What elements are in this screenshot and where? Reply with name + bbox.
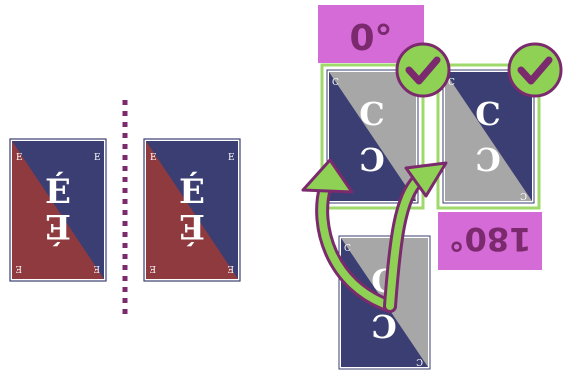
card-left-b-letter: É — [179, 171, 205, 212]
card-c3-corner-tl: C — [344, 244, 351, 254]
card-left-b-corner-bl: E — [149, 263, 156, 273]
check-circle-icon — [397, 44, 449, 96]
card-left-a-corner-bl: E — [15, 263, 22, 273]
check-circle-icon — [509, 44, 561, 96]
label-0-text: 0° — [349, 18, 392, 59]
card-left-a-corner-br: E — [93, 263, 100, 273]
check-left-circle — [397, 44, 449, 96]
label-180-text: 180° — [449, 220, 532, 258]
card-c2-corner-tl: C — [448, 78, 455, 88]
card-left-b: É É E E E E — [144, 139, 240, 281]
card-left-b-corner-tl: E — [150, 153, 157, 163]
card-c1-letter: C — [359, 95, 384, 133]
check-right-circle — [509, 44, 561, 96]
card-c1-corner-tl: C — [332, 78, 339, 88]
card-left-a-letter: É — [45, 171, 71, 212]
label-180-degrees: 180° — [438, 212, 542, 270]
card-c2-letter-inverted: C — [475, 140, 500, 178]
card-left-a-letter-inverted: É — [45, 206, 71, 247]
card-c2-letter: C — [475, 95, 500, 133]
card-c3-corner-br: C — [416, 356, 423, 366]
card-left-a: É É E E E E — [10, 139, 106, 281]
card-c2-corner-br: C — [520, 190, 527, 200]
card-left-b-corner-tr: E — [228, 153, 235, 163]
card-left-b-letter-inverted: É — [179, 206, 205, 247]
card-left-a-corner-tl: E — [16, 153, 23, 163]
card-left-a-corner-tr: E — [94, 153, 101, 163]
card-c1-letter-inverted: C — [359, 140, 384, 178]
card-c3-letter-inverted: C — [371, 307, 396, 345]
card-left-b-corner-br: E — [227, 263, 234, 273]
